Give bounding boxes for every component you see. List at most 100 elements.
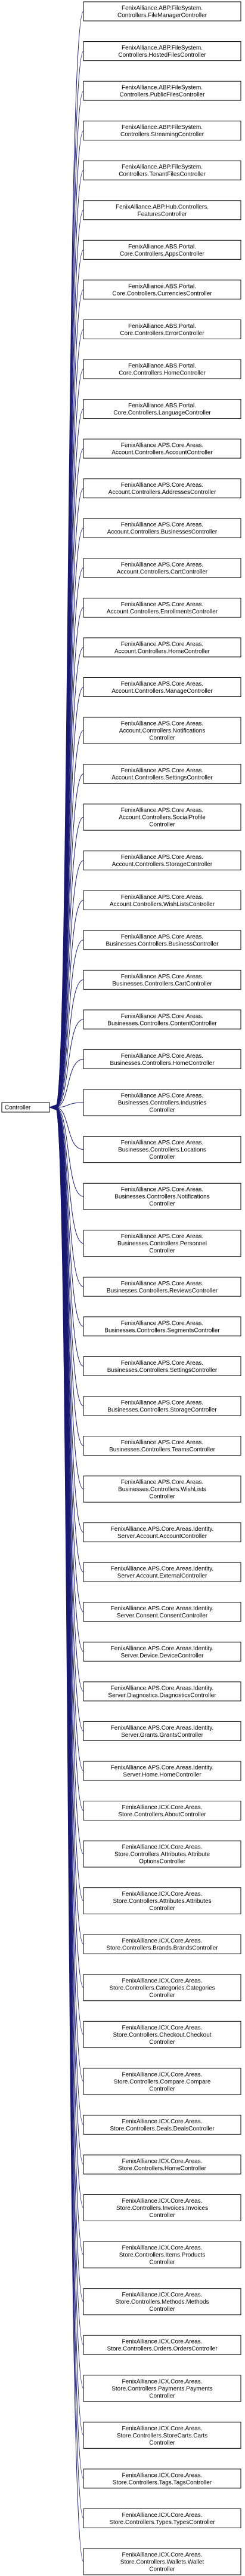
class-node[interactable]: FenixAlliance.ICX.Core.Areas.Store.Contr…: [83, 1801, 241, 1820]
class-node-label-line: FenixAlliance.ABS.Portal.: [128, 244, 196, 250]
class-node[interactable]: FenixAlliance.APS.Core.Areas.Businesses.…: [83, 1396, 241, 1416]
class-node[interactable]: FenixAlliance.ICX.Core.Areas.Store.Contr…: [83, 2468, 241, 2489]
class-node-label-line: FenixAlliance.APS.Core.Areas.Identity.: [111, 1566, 214, 1573]
class-node-label-line: Account.Controllers.StorageController: [112, 861, 213, 868]
class-node[interactable]: FenixAlliance.APS.Core.Areas.Businesses.…: [83, 1049, 241, 1069]
class-node[interactable]: FenixAlliance.ABP.FileSystem.Controllers…: [83, 41, 241, 62]
class-node[interactable]: FenixAlliance.ICX.Core.Areas.Store.Contr…: [83, 2421, 241, 2449]
class-node-label-line: FenixAlliance.APS.Core.Areas.: [121, 601, 203, 608]
class-node-box: [83, 1840, 241, 1868]
class-node[interactable]: FenixAlliance.APS.Core.Areas.Identity.Se…: [83, 1761, 241, 1781]
class-node[interactable]: FenixAlliance.ABS.Portal.Core.Controller…: [83, 320, 241, 339]
class-node[interactable]: FenixAlliance.ABS.Portal.Core.Controller…: [83, 240, 241, 260]
class-node[interactable]: FenixAlliance.APS.Core.Areas.Businesses.…: [83, 1316, 241, 1337]
class-node-box: [83, 1049, 241, 1069]
class-node[interactable]: FenixAlliance.ABP.FileSystem.Controllers…: [83, 160, 241, 180]
class-node[interactable]: FenixAlliance.APS.Core.Areas.Identity.Se…: [83, 1721, 241, 1741]
class-node[interactable]: FenixAlliance.APS.Core.Areas.Account.Con…: [83, 478, 241, 499]
class-node[interactable]: FenixAlliance.ICX.Core.Areas.Store.Contr…: [83, 2375, 241, 2402]
class-node[interactable]: FenixAlliance.APS.Core.Areas.Businesses.…: [83, 1136, 241, 1163]
class-node[interactable]: FenixAlliance.ABS.Portal.Core.Controller…: [83, 280, 241, 300]
class-node-box: [83, 1681, 241, 1702]
class-node[interactable]: FenixAlliance.APS.Core.Areas.Businesses.…: [83, 1356, 241, 1376]
class-node[interactable]: FenixAlliance.ABP.FileSystem.Controllers…: [83, 121, 241, 141]
class-node[interactable]: FenixAlliance.ICX.Core.Areas.Store.Contr…: [83, 1974, 241, 2001]
class-node[interactable]: FenixAlliance.APS.Core.Areas.Account.Con…: [83, 803, 241, 831]
class-node[interactable]: FenixAlliance.ICX.Core.Areas.Store.Contr…: [83, 2154, 241, 2175]
class-node-label-line: Account.Controllers.ManageController: [111, 688, 213, 695]
class-node-label-line: Account.Controllers.SocialProfile: [119, 815, 206, 821]
class-node[interactable]: FenixAlliance.APS.Core.Areas.Businesses.…: [83, 930, 241, 950]
class-node[interactable]: FenixAlliance.ICX.Core.Areas.Store.Contr…: [83, 2114, 241, 2135]
class-node-label-line: Controllers.StreamingController: [120, 131, 204, 138]
class-node-label-line: Store.Controllers.Checkout.Checkout: [113, 2032, 211, 2038]
class-node-label-line: FenixAlliance.ICX.Core.Areas.: [122, 1891, 202, 1898]
class-node[interactable]: FenixAlliance.APS.Core.Areas.Account.Con…: [83, 597, 241, 618]
class-node[interactable]: FenixAlliance.ICX.Core.Areas.Store.Contr…: [83, 2288, 241, 2316]
class-node[interactable]: FenixAlliance.APS.Core.Areas.Account.Con…: [83, 518, 241, 538]
class-node[interactable]: FenixAlliance.APS.Core.Areas.Businesses.…: [83, 1230, 241, 1257]
class-node-label-line: Core.Controllers.CurrenciesController: [112, 290, 212, 297]
class-node[interactable]: FenixAlliance.ICX.Core.Areas.Store.Contr…: [83, 2335, 241, 2355]
class-node[interactable]: FenixAlliance.ABS.Portal.Core.Controller…: [83, 399, 241, 419]
class-node[interactable]: FenixAlliance.APS.Core.Areas.Businesses.…: [83, 1183, 241, 1210]
class-node[interactable]: FenixAlliance.ABP.FileSystem.Controllers…: [83, 1, 241, 22]
class-node[interactable]: FenixAlliance.ABP.FileSystem.Controllers…: [83, 81, 241, 101]
class-node-box: [83, 2335, 241, 2355]
class-node-label-line: Server.Device.DeviceController: [121, 1653, 204, 1659]
class-node[interactable]: FenixAlliance.APS.Core.Areas.Identity.Se…: [83, 1522, 241, 1543]
class-node[interactable]: FenixAlliance.ICX.Core.Areas.Store.Contr…: [83, 1887, 241, 1915]
class-node-label-line: Businesses.Controllers.WishLists: [118, 1487, 206, 1493]
class-node[interactable]: FenixAlliance.APS.Core.Areas.Account.Con…: [83, 677, 241, 697]
inheritance-edge: [55, 1059, 84, 1108]
class-node-box: [83, 1887, 241, 1915]
inheritance-edge: [55, 1107, 84, 2562]
class-node-label-line: FenixAlliance.ABP.FileSystem.: [122, 124, 203, 131]
inheritance-edge: [55, 860, 84, 1108]
inheritance-edge: [55, 1102, 84, 1108]
class-node-label-line: Controller: [149, 2440, 175, 2446]
class-node-label-line: FenixAlliance.APS.Core.Areas.: [121, 1187, 203, 1193]
class-node-label-line: FenixAlliance.ICX.Core.Areas.: [122, 2025, 202, 2031]
class-node-box: [83, 1974, 241, 2001]
class-node-label-line: FenixAlliance.ICX.Core.Areas.: [122, 2198, 202, 2205]
class-node-label-line: FenixAlliance.ICX.Core.Areas.: [122, 2512, 202, 2519]
class-node[interactable]: FenixAlliance.APS.Core.Areas.Identity.Se…: [83, 1641, 241, 1662]
class-node[interactable]: FenixAlliance.APS.Core.Areas.Account.Con…: [83, 558, 241, 578]
class-node-box: [83, 930, 241, 950]
class-node[interactable]: FenixAlliance.APS.Core.Areas.Identity.Se…: [83, 1562, 241, 1582]
class-node[interactable]: FenixAlliance.APS.Core.Areas.Identity.Se…: [83, 1602, 241, 1622]
class-node[interactable]: FenixAlliance.ICX.Core.Areas.Store.Contr…: [83, 2194, 241, 2221]
class-node-label-line: Server.Consent.ConsentController: [117, 1613, 208, 1619]
class-node[interactable]: FenixAlliance.ICX.Core.Areas.Store.Contr…: [83, 2021, 241, 2048]
class-node[interactable]: FenixAlliance.APS.Core.Areas.Businesses.…: [83, 1276, 241, 1297]
class-node[interactable]: FenixAlliance.APS.Core.Areas.Businesses.…: [83, 969, 241, 990]
class-node[interactable]: FenixAlliance.ICX.Core.Areas.Store.Contr…: [83, 2068, 241, 2095]
class-node[interactable]: FenixAlliance.ABS.Portal.Core.Controller…: [83, 359, 241, 379]
class-node-label-line: FenixAlliance.APS.Core.Areas.: [121, 681, 203, 687]
class-node[interactable]: FenixAlliance.APS.Core.Areas.Account.Con…: [83, 637, 241, 658]
class-node-label-line: FenixAlliance.APS.Core.Areas.: [121, 1320, 203, 1327]
class-node[interactable]: FenixAlliance.APS.Core.Areas.Account.Con…: [83, 890, 241, 910]
class-node-box: [83, 1183, 241, 1210]
class-node[interactable]: FenixAlliance.APS.Core.Areas.Account.Con…: [83, 851, 241, 871]
class-node-box: [83, 1475, 241, 1503]
class-node[interactable]: FenixAlliance.ICX.Core.Areas.Store.Contr…: [83, 1934, 241, 1954]
class-node[interactable]: FenixAlliance.ABP.Hub.Controllers.Featur…: [83, 200, 241, 220]
class-node[interactable]: FenixAlliance.ICX.Core.Areas.Store.Contr…: [83, 1840, 241, 1868]
class-node[interactable]: FenixAlliance.APS.Core.Areas.Account.Con…: [83, 717, 241, 744]
class-node[interactable]: FenixAlliance.APS.Core.Areas.Account.Con…: [83, 764, 241, 784]
class-node[interactable]: FenixAlliance.APS.Core.Areas.Businesses.…: [83, 1009, 241, 1030]
class-node[interactable]: FenixAlliance.APS.Core.Areas.Businesses.…: [83, 1475, 241, 1503]
controller-node[interactable]: Controller: [1, 1102, 50, 1113]
class-node-label-line: FenixAlliance.ABS.Portal.: [128, 403, 196, 409]
class-node-label-line: FenixAlliance.APS.Core.Areas.: [121, 1233, 203, 1240]
class-node[interactable]: FenixAlliance.ICX.Core.Areas.Store.Contr…: [83, 2241, 241, 2268]
class-node[interactable]: FenixAlliance.APS.Core.Areas.Account.Con…: [83, 438, 241, 459]
class-node[interactable]: FenixAlliance.ICX.Core.Areas.Store.Contr…: [83, 2548, 241, 2575]
class-node[interactable]: FenixAlliance.APS.Core.Areas.Identity.Se…: [83, 1681, 241, 1702]
class-node-box: [83, 438, 241, 459]
class-node[interactable]: FenixAlliance.ICX.Core.Areas.Store.Contr…: [83, 2508, 241, 2528]
class-node[interactable]: FenixAlliance.APS.Core.Areas.Businesses.…: [83, 1436, 241, 1456]
class-node[interactable]: FenixAlliance.APS.Core.Areas.Businesses.…: [83, 1089, 241, 1116]
